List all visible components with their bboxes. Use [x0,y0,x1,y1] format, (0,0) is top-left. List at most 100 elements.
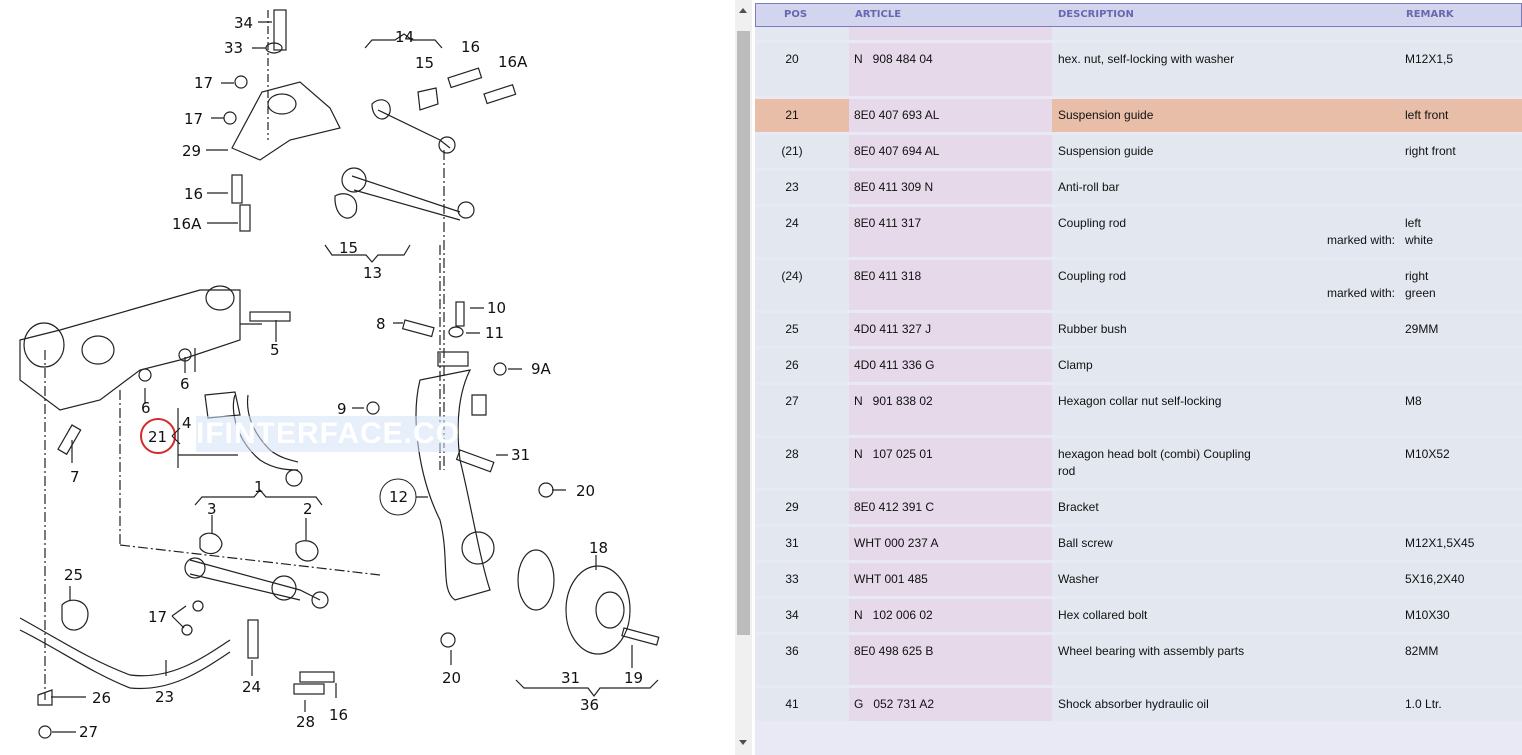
callout-14: 14 [395,28,414,46]
article-column-bg [849,349,1052,382]
cell-article: N 908 484 04 [854,52,933,66]
callout-16: 16 [184,185,203,203]
cell-description: Ball screw [1058,536,1113,550]
callout-21[interactable]: 21 [148,428,167,446]
header-remark[interactable]: REMARK [1406,9,1454,20]
bush-3 [199,532,223,555]
bolt-16a [239,204,251,232]
table-row-partial [755,27,1522,40]
cell-pos: 34 [785,608,799,622]
callout-24: 24 [242,678,261,696]
header-pos[interactable]: POS [784,9,808,20]
cell-article: WHT 000 237 A [854,536,939,550]
callout-17-lower: 17 [148,608,167,626]
watermark: IFINTERFACE.COM [196,416,458,452]
cell-remark: M10X52 [1405,447,1450,461]
callout-16a-right: 16A [498,53,528,71]
article-column-bg [849,385,1052,435]
article-column-bg [849,527,1052,560]
cell-article: 8E0 411 317 [854,216,922,230]
cell-pos: (21) [781,144,803,158]
bolt-8 [401,319,435,338]
article-column-bg [849,135,1052,168]
callout-6: 6 [180,375,190,393]
cell-article: 4D0 411 336 G [854,358,935,372]
cell-description: Clamp [1058,358,1093,372]
upper-arm-14 [377,109,451,149]
vertical-scrollbar[interactable] [735,0,752,755]
article-column-bg [849,99,1052,132]
cell-pos: 36 [785,644,799,658]
cell-remark: left front [1405,108,1449,122]
bracket-14 [364,33,443,49]
callout-10: 10 [487,299,506,317]
callout-21-highlight-circle[interactable] [140,418,176,454]
table-empty-area [755,724,1522,755]
cell-remark: right front [1405,144,1456,158]
callout-17b: 17 [184,110,203,128]
cell-pos: 28 [785,447,799,461]
bolt-16-right [447,67,483,89]
callout-7: 7 [70,468,80,486]
cell-description: Washer [1058,572,1099,586]
bolt-16-lower [299,671,335,683]
cell-article: 8E0 407 693 AL [854,108,940,122]
callout-9: 9 [337,400,347,418]
cell-pos: (24) [781,269,803,283]
callout-11: 11 [485,324,504,342]
scrollbar-thumb[interactable] [737,31,750,635]
cell-article: N 107 025 01 [854,447,933,461]
bush-15b [334,193,358,219]
cell-description: Suspension guide [1058,144,1154,158]
cell-description: Wheel bearing with assembly parts [1058,644,1245,658]
cell-pos: 27 [785,394,799,408]
callout-16a: 16A [172,215,202,233]
upper-arm-13 [351,175,461,221]
cell-remark-2: white [1405,233,1434,247]
scroll-down-arrow-icon[interactable] [735,736,752,750]
bolt-34 [273,9,287,51]
callout-31-lower: 31 [561,669,580,687]
callout-6b: 6 [141,399,151,417]
callout-25: 25 [64,566,83,584]
callout-9a: 9A [531,360,552,378]
header-description[interactable]: DESCRIPTION [1058,9,1134,20]
bush-15 [417,87,439,111]
cell-article: N 901 838 02 [854,394,933,408]
callout-13: 13 [363,264,382,282]
scroll-up-arrow-icon[interactable] [735,4,752,18]
cell-remark: 5X16,2X40 [1405,572,1465,586]
table-row[interactable]: 36 8E0 498 625 B Wheel bearing with assemb… [755,635,1522,685]
cell-pos: 21 [785,108,799,122]
cell-pos: 29 [785,500,799,514]
cell-article: 8E0 498 625 B [854,644,934,658]
callout-20: 20 [576,482,595,500]
callout-27: 27 [79,723,98,741]
clamp-26 [37,689,53,706]
cell-pos: 23 [785,180,799,194]
callout-3: 3 [207,500,217,518]
callout-28: 28 [296,713,315,731]
cell-pos: 31 [785,536,799,550]
cell-article: N 102 006 02 [854,608,933,622]
header-article[interactable]: ARTICLE [855,9,902,20]
bolt-28 [293,683,325,695]
callout-2: 2 [303,500,313,518]
article-column-bg [849,260,1052,310]
